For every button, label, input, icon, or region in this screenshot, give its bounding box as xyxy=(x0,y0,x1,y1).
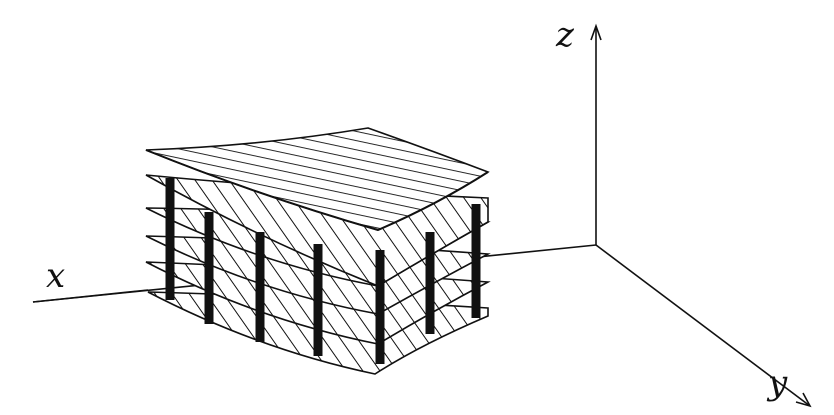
x-axis-label: x xyxy=(46,256,65,296)
z-axis-label: z xyxy=(555,15,575,55)
y-axis-arrow xyxy=(795,392,812,408)
x-axis-front xyxy=(32,289,149,303)
z-axis-arrow xyxy=(590,23,602,41)
y-axis-label: y xyxy=(766,363,788,403)
surface-top-edge xyxy=(145,149,489,232)
y-axis xyxy=(595,244,811,407)
posts xyxy=(165,178,481,364)
